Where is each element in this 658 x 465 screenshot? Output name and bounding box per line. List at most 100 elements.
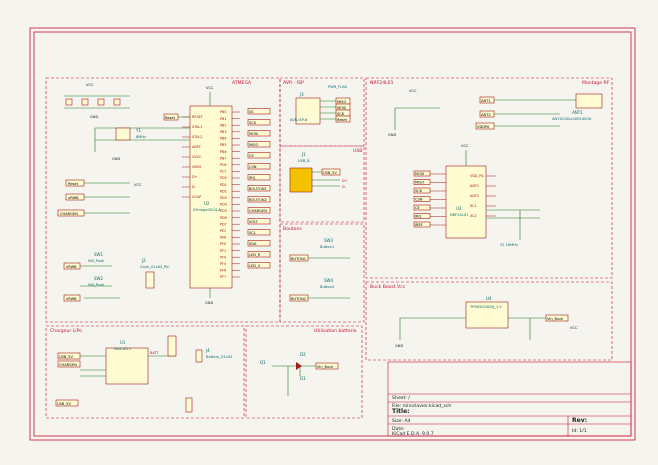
- nrf-ref: U3: [456, 206, 462, 211]
- nrf-left-pin-label: CE: [415, 206, 421, 210]
- mcu-net-box: [247, 163, 271, 170]
- isp-value: AVR-ISP-6: [290, 118, 308, 122]
- nrf-left-pin-label: IREF: [415, 223, 423, 227]
- mcu-right-pin-label: PB5: [220, 143, 227, 147]
- mcu-left-pin-label: UVCC: [192, 155, 202, 159]
- nrf-right-pin-label: VDD_PA: [470, 174, 484, 178]
- mcu-right-pin-label: PD2: [220, 189, 227, 193]
- usb-net-5v: USB_5V: [323, 171, 337, 175]
- mcu-right-pin-label: PB6: [220, 150, 227, 154]
- mcu-right-pin-label: PD7: [220, 222, 227, 226]
- mcu-right-pin-label: PF0: [220, 242, 226, 246]
- mcu-value: ATmega32U4-A: [193, 208, 221, 212]
- mcu-right-pin-label: PE2: [220, 229, 226, 233]
- mcu-left-pin-label: D-: [192, 185, 197, 189]
- isp-flag: PWR_FLAG: [328, 85, 348, 89]
- balun-ref: ANT1: [572, 110, 583, 115]
- balun-value: ANT3216LL00R2400A: [552, 117, 592, 121]
- charger-net-usb5v: USB_5V: [59, 355, 73, 359]
- charger-net-usb5v-2: USB_5V: [57, 402, 71, 406]
- mcu-right-pin-label: PB2: [220, 123, 227, 127]
- mcu-left-pin-label: D+: [192, 175, 198, 179]
- charger: U1 MAX1811 USB_5V CHARGEN USB_5V BATT J4…: [55, 335, 232, 413]
- charger-ref: U1: [120, 340, 126, 345]
- left-buttons: SW1 SW_Push SW2 SW_Push nRWB nRWB: [63, 252, 112, 302]
- mcu-right-pin-label: PE6: [220, 236, 226, 240]
- battery-d2: D2: [300, 352, 306, 357]
- section-atmega-label: ATMEGA: [232, 80, 252, 86]
- left-net-labels: Reset nRWB CHARGEN Reset VCC: [57, 113, 190, 299]
- usb-value: USB_B: [298, 159, 310, 163]
- mcu-net-box: [247, 152, 271, 159]
- nrf-right-pin-label: XC2: [470, 214, 477, 218]
- mcu-net-box: [247, 218, 271, 225]
- nrf-left-net-box: [413, 179, 431, 185]
- reset-vcc: VCC: [134, 183, 142, 187]
- battery-ref: J4: [205, 348, 210, 353]
- nrf-right-pin-label: XC1: [470, 204, 477, 208]
- mcu-right-pin-label: PC7: [220, 170, 227, 174]
- section-nrf-label: NRF24L01: [370, 80, 394, 86]
- mcu-net-label: VOLT: [249, 220, 259, 224]
- mcu-net-box: [247, 119, 271, 126]
- mcu-net-label: SS: [249, 110, 254, 114]
- balun-net-vddpa: VDDPA: [477, 125, 490, 129]
- buck-gnd: GND: [395, 344, 403, 348]
- crystal-value: 8MHz: [136, 135, 146, 139]
- j2-ref: J2: [141, 258, 146, 263]
- nrf-left-net-box: [413, 221, 431, 228]
- mcu-right-pin-label: PF4: [220, 255, 226, 259]
- net-reset: Reset: [68, 182, 79, 186]
- title-kicad: KiCad E.D.A. 9.0.7: [392, 431, 434, 437]
- sw2-value: SW_Push: [88, 283, 104, 287]
- section-usb-label: USB: [353, 148, 362, 154]
- mcu-net-label: CHARGEN: [249, 209, 267, 213]
- mcu-right-pin-label: PF5: [220, 262, 226, 266]
- section-boutons-label: Boutons: [283, 226, 302, 232]
- nrf-left-pin-label: CSN: [415, 198, 423, 202]
- section-charger-label: Chargeur LiPo: [50, 328, 82, 334]
- isp-connector: J3 AVR-ISP-6 PWR_FLAG MISO MOSI SCK Rese…: [290, 85, 351, 125]
- charger-net-chargen: CHARGEN: [59, 363, 77, 367]
- nrf-left-pin-label: MOSI: [415, 172, 424, 176]
- sw4-value: Button2: [320, 285, 334, 289]
- charger-net-batt: BATT: [150, 351, 159, 355]
- mcu-right-pin-label: PB0: [220, 110, 227, 114]
- sw2-ref: SW2: [94, 276, 103, 281]
- sw1-ref: SW1: [94, 252, 103, 257]
- mcu-net-label: SCK: [249, 121, 257, 125]
- title-date: Date:: [392, 426, 405, 432]
- mcu-net-box: [247, 130, 271, 137]
- mcu-right-pin-label: PD1: [220, 183, 227, 187]
- mcu-right-pin-label: PC6: [220, 163, 227, 167]
- mcu-net-label: BOUTON2: [249, 198, 267, 202]
- sw1-net: nRWB: [66, 265, 77, 269]
- battery-q1: Q1: [260, 360, 266, 365]
- section-battery: [245, 325, 363, 419]
- title-rev: Rev:: [572, 417, 587, 424]
- mcu-left-pin-label: VBUS: [192, 165, 201, 169]
- balun-ant1: ANT1 ANT3216LL00R2400A ANT1 ANT2 VDDPA: [475, 93, 603, 130]
- usb-ref: J1: [301, 152, 306, 157]
- mcu-gnd: GND: [205, 301, 213, 305]
- isp-net-sck: SCK: [337, 112, 345, 116]
- mcu-net-box: [247, 185, 271, 192]
- title-sheet: Sheet: /: [392, 395, 410, 401]
- mcu-right-pin-label: PD4: [220, 203, 227, 207]
- mcu-ref: U2: [204, 201, 210, 206]
- sw1-value: SW_Push: [88, 259, 104, 263]
- mcu-right-pin-label: PF7: [220, 275, 226, 279]
- mcu-net-box: [247, 108, 271, 115]
- mcu-net-label: SCL: [249, 231, 256, 235]
- outer-frame: [29, 27, 636, 441]
- nrf-left-net-box: [413, 213, 431, 219]
- net-reset-mcu: Reset: [165, 116, 176, 120]
- mcu-net-box: [247, 251, 271, 258]
- title-label: Title:: [392, 408, 410, 415]
- nrf-value: NRF24L01: [450, 213, 468, 217]
- mcu-net-label: SDA: [249, 242, 257, 246]
